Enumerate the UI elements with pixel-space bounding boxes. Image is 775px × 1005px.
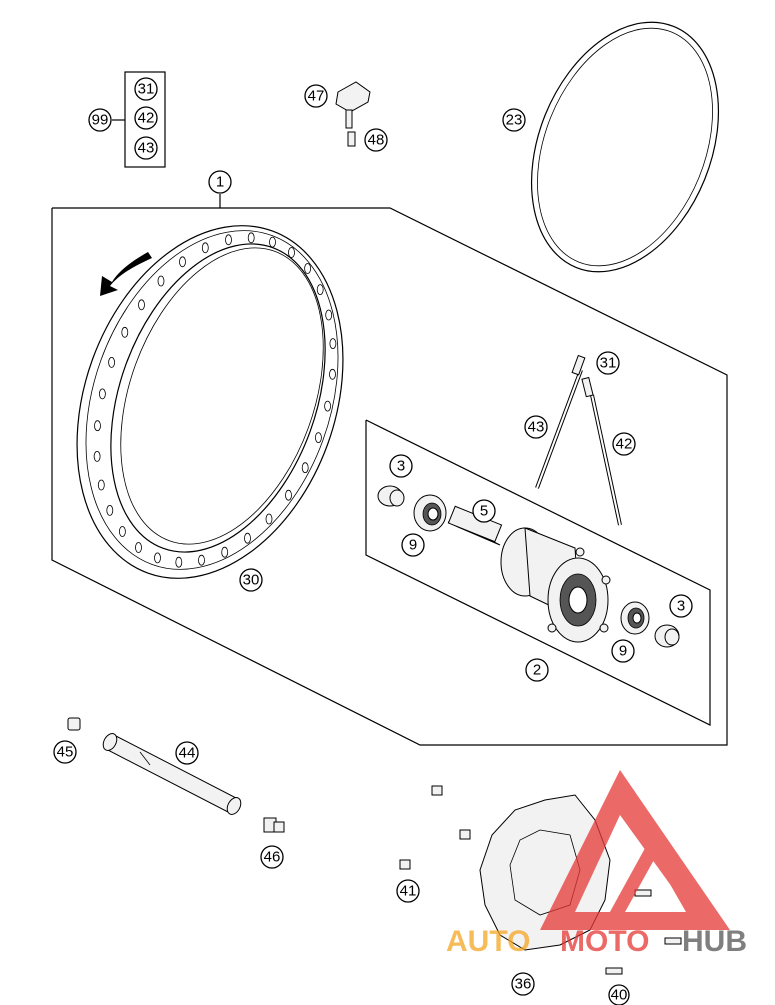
callout-99: 99 (88, 108, 112, 132)
spoke-hole (175, 556, 183, 568)
callout-23: 23 (502, 108, 526, 132)
spoke-hole (301, 462, 309, 474)
svg-text:3: 3 (677, 598, 685, 615)
spoke-hole (201, 242, 209, 254)
svg-text:36: 36 (515, 976, 532, 993)
callout-31-kit: 31 (134, 77, 158, 101)
watermark-logo: AUTO MOTO HUB (446, 770, 747, 958)
callout-43-kit: 43 (134, 136, 158, 160)
svg-text:46: 46 (264, 849, 281, 866)
callout-9-left: 9 (401, 533, 425, 557)
callout-42-spoke: 42 (612, 432, 636, 456)
svg-text:99: 99 (92, 112, 109, 129)
spoke-hole (154, 552, 161, 564)
svg-text:3: 3 (397, 458, 405, 475)
callout-9-right: 9 (611, 639, 635, 663)
watermark-auto: AUTO (446, 925, 530, 958)
callout-5: 5 (472, 499, 496, 523)
spoke-hole (269, 236, 276, 248)
spoke-hole (135, 542, 142, 553)
spoke-hole (265, 513, 273, 525)
hub-assembly-outline (365, 419, 711, 726)
callout-47: 47 (304, 84, 328, 108)
svg-text:44: 44 (179, 745, 196, 762)
callout-31-spoke: 31 (596, 351, 620, 375)
svg-text:1: 1 (216, 174, 224, 191)
svg-text:31: 31 (138, 81, 155, 98)
rim-tape (530, 21, 720, 273)
callout-2: 2 (525, 658, 549, 682)
spoke-hole (225, 234, 232, 246)
rim (76, 225, 344, 579)
rotation-arrow (100, 252, 152, 296)
spoke-hole (329, 368, 336, 380)
svg-text:2: 2 (533, 662, 541, 679)
watermark-moto: MOTO (560, 925, 649, 958)
spoke-hole (179, 256, 186, 268)
spoke-hole (316, 284, 324, 296)
svg-text:40: 40 (611, 987, 628, 1004)
axle-parts (67, 717, 285, 833)
callout-44: 44 (175, 741, 199, 765)
spoke-hole (119, 526, 126, 537)
svg-text:9: 9 (619, 643, 627, 660)
svg-text:48: 48 (368, 132, 385, 149)
spoke-hole (138, 299, 145, 311)
svg-text:47: 47 (308, 88, 325, 105)
spoke-hole (221, 546, 229, 558)
brake-disc-parts (399, 785, 682, 975)
spoke-hole (106, 504, 114, 516)
svg-text:5: 5 (480, 503, 488, 520)
spoke-hole (244, 532, 251, 544)
callout-3-left: 3 (389, 454, 413, 478)
spoke-hole (108, 356, 115, 368)
rim-spoke-holes (93, 232, 337, 568)
svg-text:43: 43 (138, 140, 155, 157)
spoke-hole (99, 388, 106, 400)
spoke-hole (329, 338, 337, 350)
spoke-hole (285, 489, 292, 501)
svg-text:31: 31 (600, 355, 617, 372)
callout-45: 45 (53, 740, 77, 764)
watermark-hub: HUB (682, 925, 747, 958)
spoke-hole (314, 432, 322, 444)
spokes (535, 354, 622, 526)
spoke-hole (325, 309, 333, 321)
svg-text:42: 42 (616, 436, 633, 453)
callout-30: 30 (239, 568, 263, 592)
callout-36: 36 (511, 972, 535, 996)
svg-text:23: 23 (506, 112, 523, 129)
svg-text:42: 42 (138, 110, 155, 127)
spoke-hole (304, 263, 312, 274)
svg-text:45: 45 (57, 744, 74, 761)
callout-46: 46 (260, 845, 284, 869)
svg-text:9: 9 (409, 537, 417, 554)
callout-41: 41 (396, 879, 420, 903)
spoke-hole (97, 479, 105, 491)
spoke-hole (198, 554, 205, 566)
kit-bracket (112, 71, 166, 168)
hub-parts (377, 485, 680, 648)
spoke-hole (324, 400, 332, 412)
spoke-hole (93, 450, 101, 462)
svg-text:41: 41 (400, 883, 417, 900)
spoke-hole (121, 326, 129, 338)
spoke-hole (94, 420, 101, 432)
callout-48: 48 (364, 128, 388, 152)
spoke-hole (157, 275, 165, 287)
callout-40: 40 (608, 984, 630, 1005)
callout-3-right: 3 (669, 594, 693, 618)
spoke-hole (288, 247, 295, 258)
callout-42-kit: 42 (134, 106, 158, 130)
wheel-assembly-outline (51, 194, 728, 746)
callout-43-spoke: 43 (524, 415, 548, 439)
spoke-hole (247, 232, 255, 244)
valve-part (335, 81, 371, 147)
svg-text:43: 43 (528, 419, 545, 436)
svg-text:30: 30 (243, 572, 260, 589)
callout-1: 1 (208, 170, 232, 194)
